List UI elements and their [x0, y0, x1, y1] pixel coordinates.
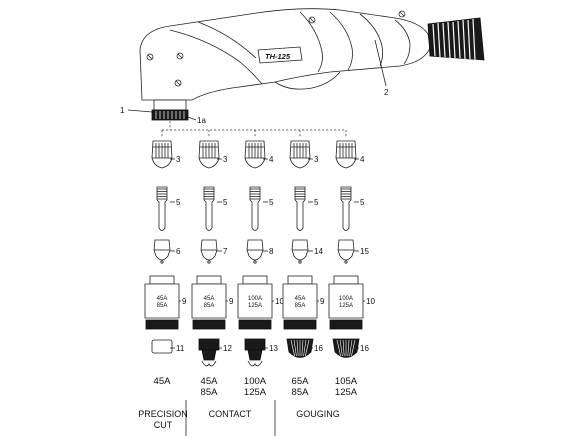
shield-rating-bottom: 125A [339, 303, 353, 309]
callout-part-6: 6 [176, 247, 181, 256]
callout-2: 2 [384, 88, 389, 97]
bottom-part [151, 339, 173, 354]
current-rating: 125A [244, 387, 267, 398]
callout-part-5: 5 [223, 198, 228, 207]
alignment-guide [162, 121, 346, 131]
callout-part-16: 16 [314, 344, 323, 353]
callout-part-5: 5 [360, 198, 365, 207]
consumable-columns: 45A85A35691145A45A85A35791245A85A100A125… [144, 130, 375, 398]
electrode [294, 186, 306, 231]
callout-part-9: 9 [182, 297, 187, 306]
callout-part-13: 13 [269, 344, 278, 353]
current-rating: 100A [244, 376, 267, 387]
category-gouging: GOUGING [296, 409, 340, 419]
callout-part-3: 3 [176, 155, 181, 164]
bottom-part [244, 338, 266, 367]
callout-part-10: 10 [275, 297, 284, 306]
callout-part-5: 5 [314, 198, 319, 207]
callout-part-3: 3 [314, 155, 319, 164]
shield-rating-bottom: 85A [204, 303, 215, 309]
callout-part-15: 15 [360, 247, 369, 256]
electrode [249, 186, 261, 231]
callout-part-7: 7 [223, 247, 228, 256]
callout-part-16: 16 [360, 344, 369, 353]
cutting-tip [200, 239, 218, 264]
shield-rating-bottom: 125A [248, 303, 262, 309]
electrode [340, 186, 352, 231]
callout-part-5: 5 [176, 198, 181, 207]
swirl-ring [198, 140, 220, 169]
shield-rating-top: 100A [248, 296, 262, 302]
current-rating: 45A [201, 376, 219, 387]
cutting-tip [337, 239, 355, 264]
torch-model-label: TH-125 [265, 52, 291, 61]
shield-rating-top: 45A [204, 296, 215, 302]
bottom-part [198, 338, 220, 367]
bottom-part [332, 338, 360, 358]
callout-1: 1 [120, 106, 125, 115]
category-brackets [185, 400, 276, 436]
bottom-part [286, 338, 314, 358]
callout-part-4: 4 [269, 155, 274, 164]
cutting-tip [153, 239, 171, 264]
category-precision-cut-line2: CUT [154, 420, 173, 430]
shield-rating-top: 45A [295, 296, 306, 302]
callout-1a: 1a [197, 116, 206, 125]
torch-body [139, 8, 485, 121]
swirl-ring [335, 140, 357, 169]
callout-part-5: 5 [269, 198, 274, 207]
callout-part-14: 14 [314, 247, 323, 256]
current-rating: 45A [154, 376, 172, 387]
shield-rating-top: 45A [157, 296, 168, 302]
callout-part-9: 9 [320, 297, 325, 306]
current-rating: 65A [292, 376, 310, 387]
swirl-ring [151, 140, 173, 169]
electrode [203, 186, 215, 231]
electrode [156, 186, 168, 231]
callout-part-11: 11 [176, 344, 185, 353]
category-contact: CONTACT [209, 409, 252, 419]
current-rating: 85A [201, 387, 219, 398]
callout-part-3: 3 [223, 155, 228, 164]
hose [427, 17, 485, 61]
shield-rating-bottom: 85A [157, 303, 168, 309]
current-rating: 125A [335, 387, 358, 398]
callout-part-8: 8 [269, 247, 274, 256]
callout-part-9: 9 [229, 297, 234, 306]
cutting-tip [246, 239, 264, 264]
swirl-ring [289, 140, 311, 169]
shield-rating-top: 100A [339, 296, 353, 302]
shield-rating-bottom: 85A [295, 303, 306, 309]
cutting-tip [291, 239, 309, 264]
category-precision-cut-line1: PRECISION [138, 409, 188, 419]
callout-part-4: 4 [360, 155, 365, 164]
current-rating: 105A [335, 376, 358, 387]
swirl-ring [244, 140, 266, 169]
current-rating: 85A [292, 387, 310, 398]
callout-part-10: 10 [366, 297, 375, 306]
callout-part-12: 12 [223, 344, 232, 353]
